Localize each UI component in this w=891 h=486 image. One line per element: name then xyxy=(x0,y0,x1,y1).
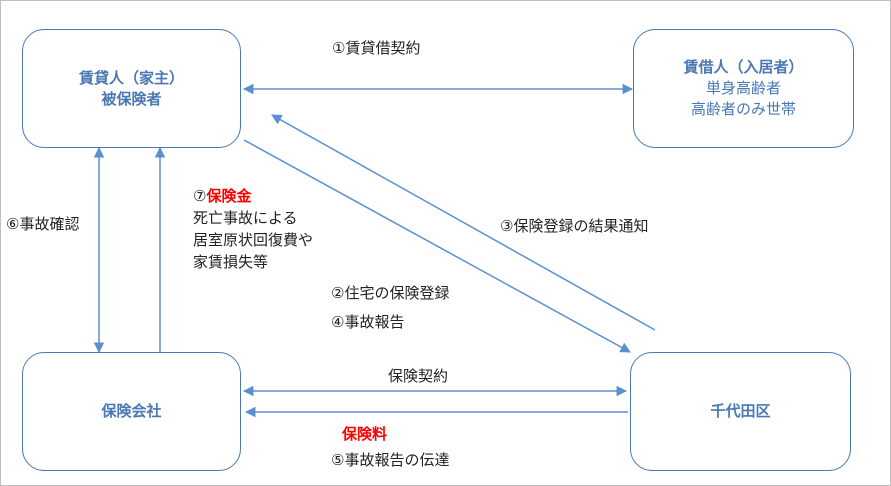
housing-registration-label: ②住宅の保険登録 xyxy=(331,284,450,302)
payout-description-line3: 家賃損失等 xyxy=(193,253,269,271)
payout-number: ⑦ xyxy=(193,187,207,205)
tenant-node: 賃借人（入居者） 単身高齢者 高齢者のみ世帯 xyxy=(633,29,854,148)
housing-registration-arrow xyxy=(243,139,631,353)
payout-title-label: ⑦保険金 xyxy=(193,186,251,206)
registration-result-label: ③保険登録の結果通知 xyxy=(500,217,649,235)
tenant-line-single-elderly: 単身高齢者 xyxy=(705,79,781,97)
accident-report-transmission-label: ⑤事故報告の伝達 xyxy=(331,451,450,469)
landlord-title: 賃貸人（家主） xyxy=(78,68,184,87)
landlord-subtitle: 被保険者 xyxy=(101,89,162,108)
payout-description-line2: 居室原状回復費や xyxy=(193,231,314,249)
payout-description-line1: 死亡事故による xyxy=(193,209,298,227)
payout-title: 保険金 xyxy=(206,187,252,205)
accident-report-label: ④事故報告 xyxy=(331,313,405,331)
tenant-line-elderly-household: 高齢者のみ世帯 xyxy=(690,100,796,118)
lease-label: ①賃貸借契約 xyxy=(332,39,421,57)
tenant-title: 賃借人（入居者） xyxy=(683,58,804,76)
accident-confirmation-label: ⑥事故確認 xyxy=(6,215,80,233)
landlord-node: 賃貸人（家主） 被保険者 xyxy=(22,29,241,148)
insurer-node: 保険会社 xyxy=(22,352,241,471)
premium-label: 保険料 xyxy=(342,425,388,443)
city-title: 千代田区 xyxy=(710,402,771,420)
insurance-contract-label: 保険契約 xyxy=(388,367,449,385)
insurer-title: 保険会社 xyxy=(101,402,162,420)
city-node: 千代田区 xyxy=(630,352,851,471)
registration-result-arrow xyxy=(271,114,656,331)
